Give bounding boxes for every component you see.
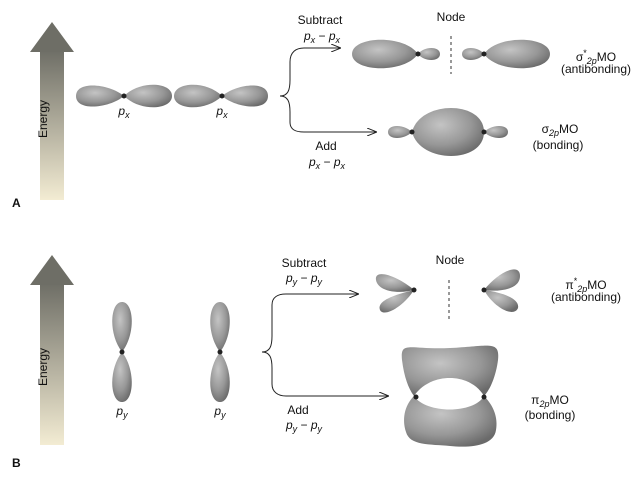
pi-star-label: π*2pMO bbox=[565, 276, 607, 294]
energy-label-a: Energy bbox=[36, 99, 50, 138]
energy-arrow-b bbox=[30, 255, 74, 445]
py-orbital-1 bbox=[112, 302, 132, 402]
px-label-1: px bbox=[118, 104, 130, 120]
panel-label-a: A bbox=[12, 196, 21, 210]
combine-brace-b bbox=[261, 294, 388, 396]
energy-label-b: Energy bbox=[36, 347, 50, 386]
sigma-star-desc: (antibonding) bbox=[560, 62, 632, 76]
sigma-desc: (bonding) bbox=[532, 138, 584, 152]
subtract-expression-a: px − px bbox=[303, 29, 341, 45]
combine-brace-a bbox=[279, 48, 376, 132]
pi-star-desc: (antibonding) bbox=[550, 290, 622, 304]
py-label-2: py bbox=[214, 404, 226, 420]
sigma-orbital bbox=[388, 108, 508, 156]
subtract-expression-b: py − py bbox=[285, 271, 323, 287]
px-label-2: px bbox=[216, 104, 228, 120]
node-label-a: Node bbox=[436, 10, 466, 24]
sigma-star-label: σ*2pMO bbox=[575, 48, 617, 66]
sigma-label: σ2pMO bbox=[541, 122, 579, 138]
add-expression-a: px − px bbox=[308, 155, 346, 171]
px-orbital-1 bbox=[76, 84, 172, 108]
py-orbital-2 bbox=[210, 302, 230, 402]
subtract-label-a: Subtract bbox=[297, 13, 343, 27]
energy-arrow-a bbox=[30, 22, 74, 200]
subtract-label-b: Subtract bbox=[281, 256, 327, 270]
add-label-b: Add bbox=[287, 403, 309, 417]
px-orbital-2 bbox=[174, 84, 268, 108]
panel-label-b: B bbox=[12, 456, 21, 470]
pi-desc: (bonding) bbox=[524, 408, 576, 422]
sigma-star-orbital bbox=[352, 36, 550, 74]
pi-orbital bbox=[401, 345, 499, 447]
add-expression-b: py − py bbox=[285, 418, 323, 434]
py-label-1: py bbox=[116, 404, 128, 420]
add-label-a: Add bbox=[315, 139, 337, 153]
pi-star-orbital bbox=[375, 269, 520, 320]
node-label-b: Node bbox=[435, 253, 465, 267]
pi-label: π2pMO bbox=[531, 393, 569, 409]
